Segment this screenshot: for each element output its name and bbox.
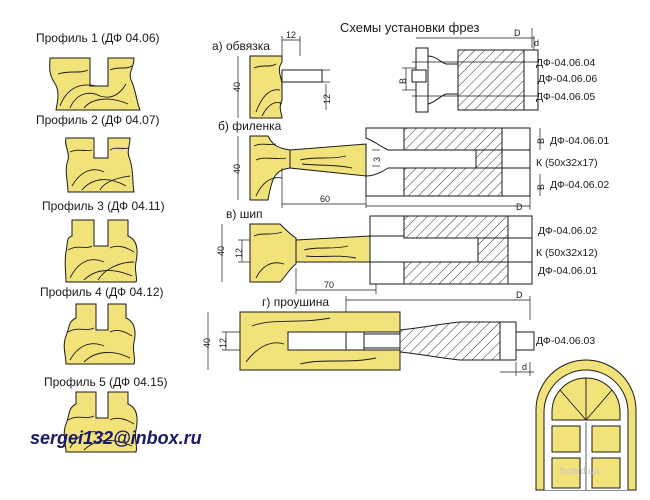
profile-2-shape [65,137,135,193]
scheme-a-dim-height: 40 [232,82,242,92]
profile-1: Профиль 1 (ДФ 04.06) [36,31,160,111]
scheme-b-cutter-3: ДФ-04.06.02 [550,179,609,191]
scheme-c: в) шип 40 12 70 ДФ-04.06.02 К (50х32х12)… [216,207,598,294]
watermark: board.ua [560,466,600,477]
scheme-d-dim-height: 40 [202,338,212,348]
scheme-c-rail [249,223,297,283]
scheme-a-dim-d: d [534,38,539,48]
scheme-a: а) обвязка 12 40 12 D d [212,28,597,119]
scheme-a-rail [249,55,283,119]
scheme-b-cutter-1: ДФ-04.06.01 [550,135,609,147]
scheme-b: б) филенка 40 60 3 D В [218,119,609,212]
profile-4-shape [63,303,136,365]
scheme-d: г) проушина D 40 12 d ДФ-04.06.03 [202,290,595,376]
scheme-d-dim-slot: 12 [218,338,228,348]
scheme-d-dim-d: d [522,362,527,372]
profile-1-label: Профиль 1 (ДФ 04.06) [36,31,160,45]
scheme-b-frame [249,135,295,201]
scheme-a-dim-D: D [514,28,521,38]
profile-5: Профиль 5 (ДФ 04.15) [44,375,168,453]
scheme-c-dim-tenon: 12 [234,248,244,258]
scheme-b-label: б) филенка [218,119,282,133]
scheme-a-cutter-1: ДФ-04.06.04 [536,57,595,69]
scheme-d-dim-D: D [516,290,523,300]
scheme-c-dim-height: 40 [216,246,226,256]
scheme-b-cutter-2: К (50х32х17) [536,157,598,169]
scheme-c-cutter-3: ДФ-04.06.01 [538,265,597,277]
scheme-a-dim-width: 12 [286,30,296,40]
profile-4-label: Профиль 4 (ДФ 04.12) [40,285,164,299]
scheme-b-dim-height: 40 [232,164,242,174]
scheme-d-cutter-1: ДФ-04.06.03 [536,335,595,347]
profile-2-label: Профиль 2 (ДФ 04.07) [36,113,160,127]
scheme-a-dim-B: В [398,78,408,84]
profile-3-label: Профиль 3 (ДФ 04.11) [42,199,165,213]
scheme-b-dim-length: 60 [320,194,330,204]
scheme-c-cutter-1: ДФ-04.06.02 [538,225,597,237]
profile-3-shape [64,219,138,283]
scheme-b-dim-B1: В [536,138,546,144]
scheme-d-stile [239,311,401,371]
profile-2: Профиль 2 (ДФ 04.07) [36,113,160,193]
scheme-a-cutter-2: ДФ-04.06.06 [538,73,597,85]
arched-door [535,359,637,491]
profile-5-label: Профиль 5 (ДФ 04.15) [44,375,168,389]
scheme-a-cutter-3: ДФ-04.06.05 [536,91,595,103]
profile-4: Профиль 4 (ДФ 04.12) [40,285,164,365]
scheme-a-dim-groove: 12 [322,94,332,104]
diagram-title: Схемы установки фрез [340,20,480,35]
scheme-a-label: а) обвязка [212,39,270,53]
profile-5-shape [63,391,138,453]
profile-1-shape [49,57,141,111]
scheme-c-cutter-2: К (50х32х12) [536,247,598,259]
scheme-a-tongue [281,69,323,83]
scheme-c-dim-length: 70 [324,280,334,290]
scheme-b-dim-D: D [516,202,523,212]
scheme-c-label: в) шип [226,207,263,221]
profile-3: Профиль 3 (ДФ 04.11) [42,199,165,283]
scheme-b-dim-B2: В [536,184,546,190]
contact-email: sergei132@inbox.ru [30,428,202,448]
scheme-d-label: г) проушина [262,295,329,309]
scheme-b-dim-gap: 3 [372,157,382,162]
